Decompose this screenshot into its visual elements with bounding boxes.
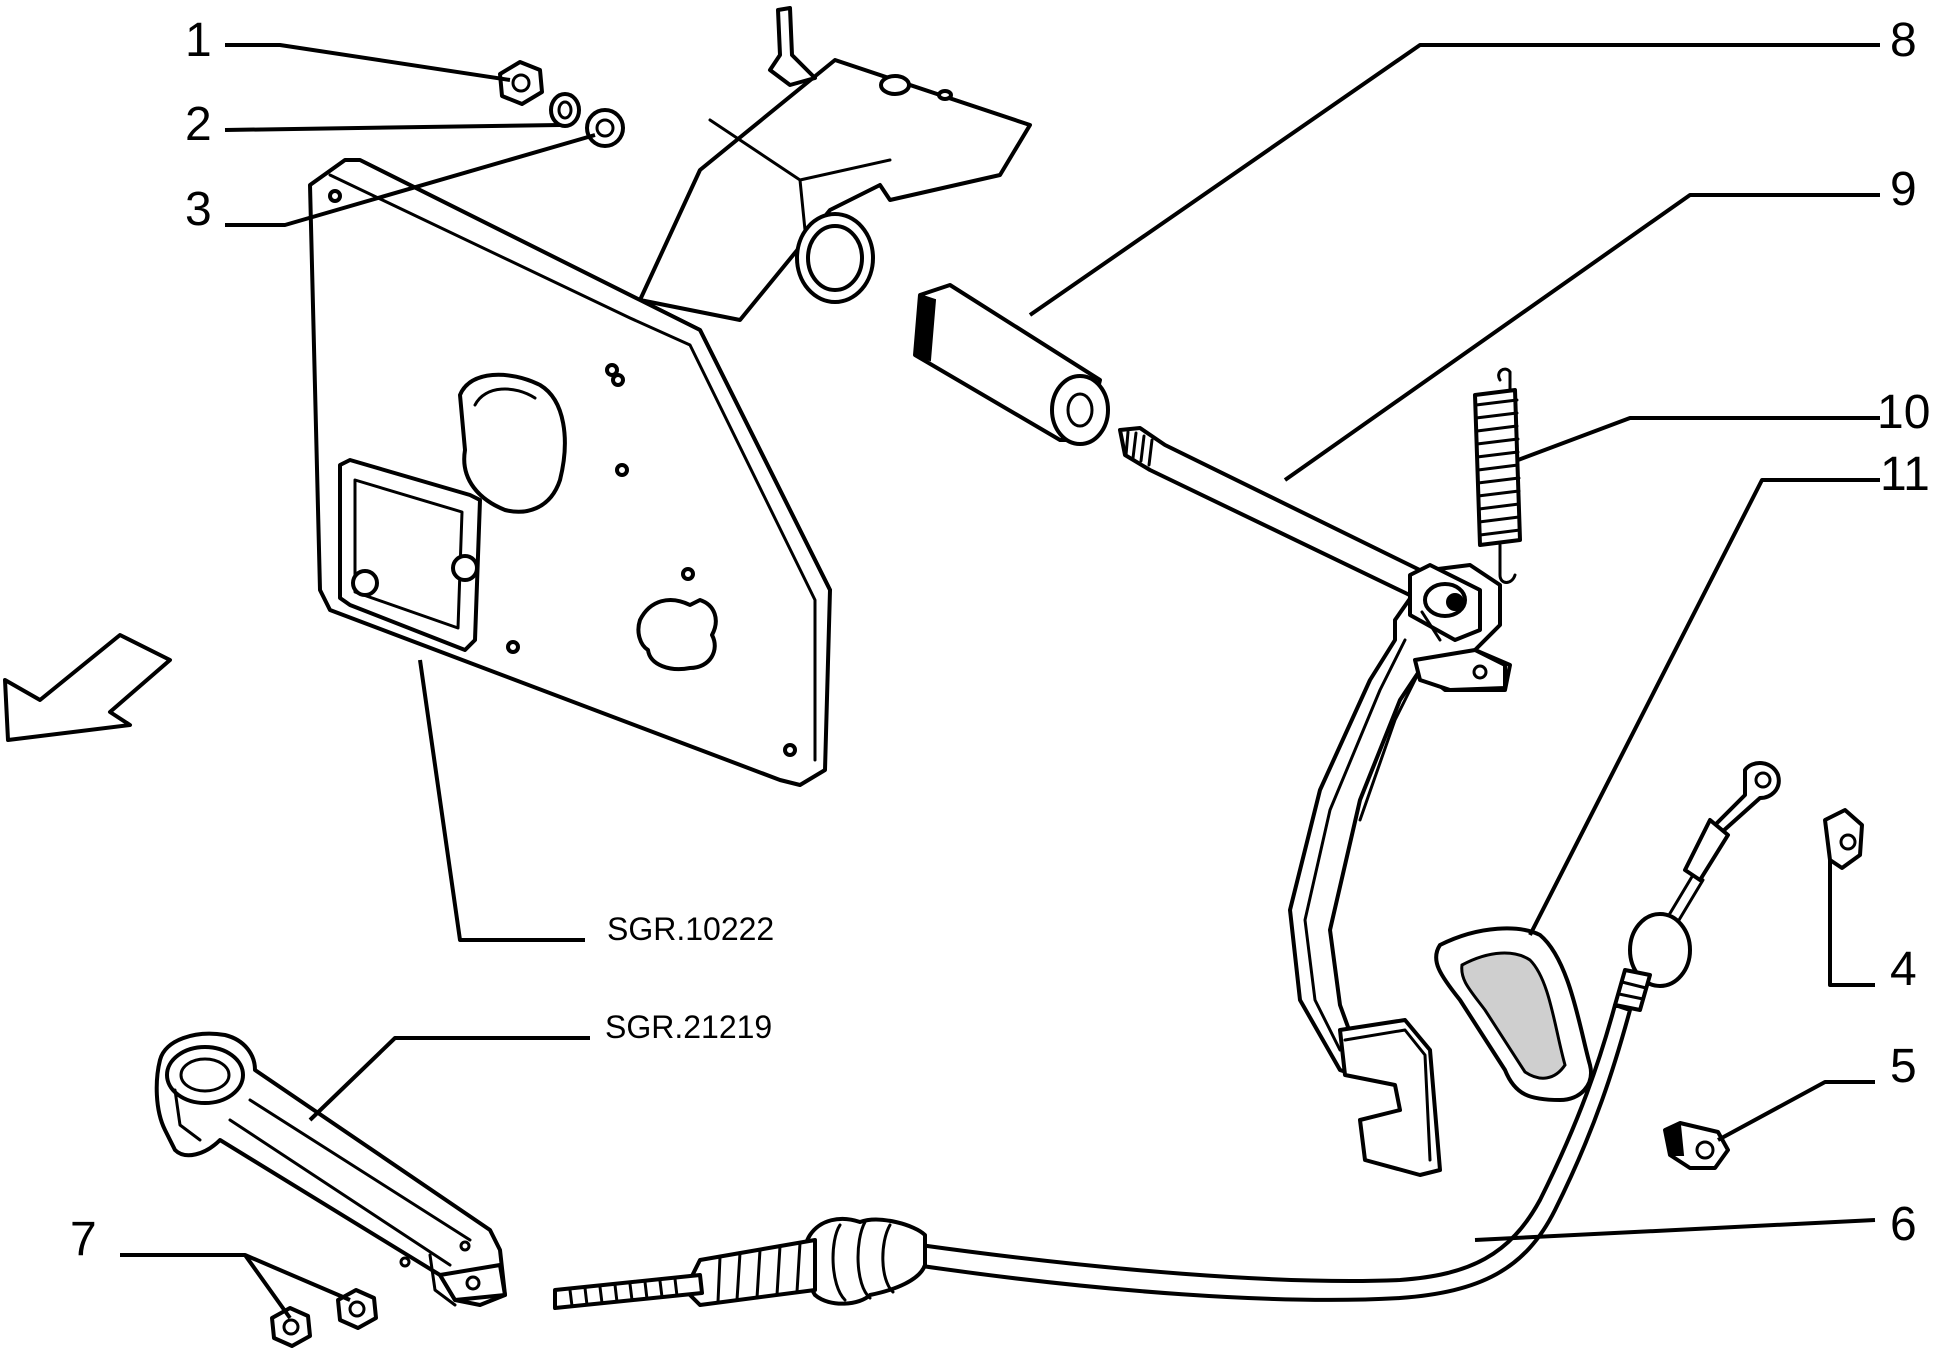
- label-11: 11: [1880, 448, 1930, 501]
- pedal-bracket: [308, 6, 1032, 787]
- direction-arrow-icon: [3, 633, 172, 742]
- return-spring-part-10: [1473, 367, 1522, 584]
- cable-clip-part-4: [1823, 808, 1864, 870]
- label-1: 1: [185, 14, 212, 67]
- label-5: 5: [1890, 1040, 1917, 1093]
- retaining-clip-part-5: [1663, 1121, 1730, 1170]
- label-9: 9: [1890, 163, 1917, 216]
- release-lever: [154, 1031, 507, 1307]
- label-7: 7: [70, 1213, 97, 1266]
- bracket-reference-code: SGR.10222: [607, 911, 774, 947]
- label-8: 8: [1890, 14, 1917, 67]
- pivot-shaft-part-9: [1118, 426, 1432, 602]
- label-4: 4: [1890, 943, 1917, 996]
- spring-washer-part-2: [549, 92, 581, 128]
- flat-washer-part-3: [585, 108, 625, 148]
- label-3: 3: [185, 183, 212, 236]
- clutch-pedal-arm: [1288, 563, 1512, 1177]
- label-6: 6: [1890, 1198, 1917, 1251]
- leader-lines: [120, 43, 1880, 1320]
- label-2: 2: [185, 98, 212, 151]
- nut-part-1: [498, 60, 544, 106]
- lever-reference-code: SGR.21219: [605, 1009, 772, 1045]
- pedal-pad-part-11: [1434, 926, 1593, 1102]
- pedal-bushing-part-8: [913, 283, 1110, 446]
- label-10: 10: [1877, 386, 1930, 439]
- nut-part-7a: [270, 1306, 312, 1348]
- clutch-cable-part-6: [553, 761, 1781, 1310]
